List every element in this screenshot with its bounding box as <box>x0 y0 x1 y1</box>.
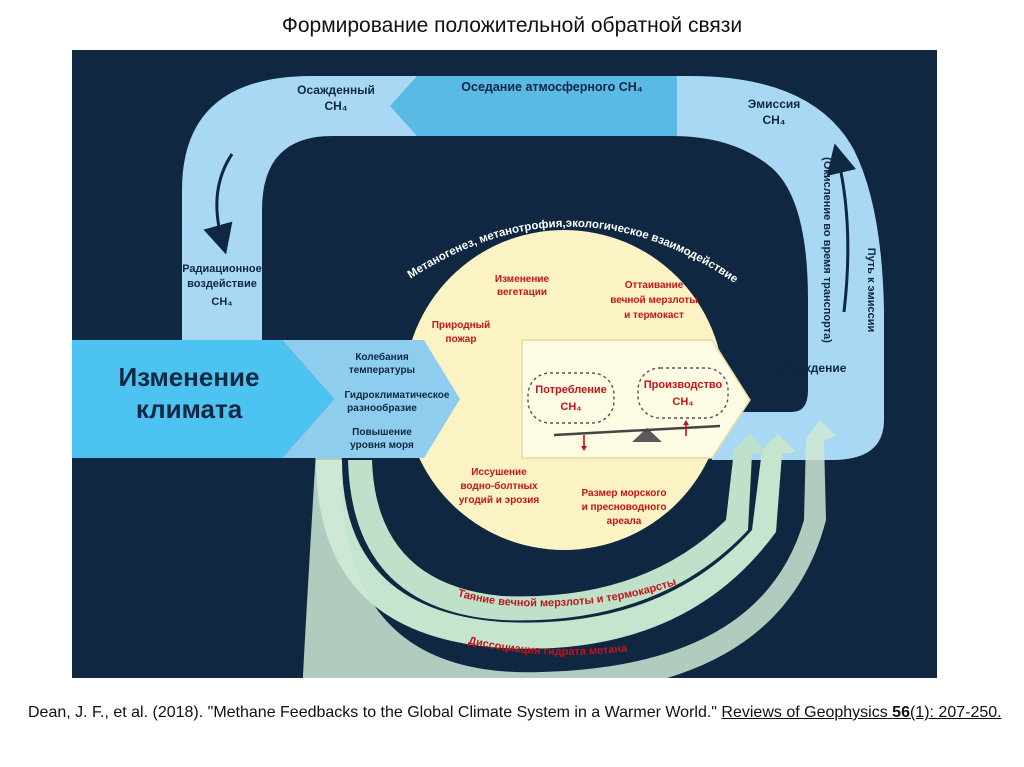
vegetation-change-1: Изменение <box>495 274 550 285</box>
release-label: Высвобождение <box>748 361 847 375</box>
citation: Dean, J. F., et al. (2018). "Methane Fee… <box>28 703 1003 723</box>
deposition-arrow <box>390 76 677 136</box>
oxidation-label: (Окисление во время транспорта) <box>821 157 833 343</box>
radiative-label-1: Радиационное <box>182 263 262 275</box>
wetland-drying-2: водно-болтных <box>460 480 538 492</box>
atmospheric-deposition-label: Оседание атмосферного CH₄ <box>461 80 643 94</box>
marine-area-2: и пресноводного <box>582 502 667 513</box>
production-ch4: CH₄ <box>672 396 693 408</box>
radiative-label-2: воздействие <box>187 278 257 290</box>
hydrate-outer-band <box>302 420 836 678</box>
deposited-ch4: CH₄ <box>324 99 347 113</box>
climate-change-arrow <box>72 340 334 458</box>
wildfire-2: пожар <box>446 334 477 345</box>
marine-area-3: ареала <box>607 516 642 527</box>
balance-beam <box>553 424 721 437</box>
hydrate-band <box>348 434 766 621</box>
methane-feedback-diagram: Осажденный CH₄ Оседание атмосферного CH₄… <box>72 50 937 678</box>
permafrost-thaw-2: вечной мерзлоты <box>610 295 698 306</box>
wetland-drying-3: угодий и эрозия <box>459 495 540 506</box>
deposited-label: Осажденный <box>297 83 375 97</box>
wetland-drying-1: Иссушение <box>471 467 527 478</box>
climate-change-title: Изменение <box>119 362 260 392</box>
journal-link[interactable]: Reviews of Geophysics 56(1): 207-250. <box>721 704 1002 721</box>
balance-fulcrum <box>632 428 662 442</box>
production-label: Производство <box>644 379 723 391</box>
permafrost-karst-band <box>316 434 796 649</box>
vegetation-change-2: вегетации <box>497 287 547 298</box>
marine-area-1: Размер морского <box>582 488 667 499</box>
up-arrow-right-icon <box>826 143 857 313</box>
permafrost-thaw-3: и термокаст <box>624 310 684 321</box>
permafrost-thaw-1: Оттаивание <box>625 280 684 291</box>
consumption-label: Потребление <box>535 384 606 396</box>
climate-drivers-arrow <box>282 340 460 458</box>
emission-ch4: CH₄ <box>762 113 785 127</box>
down-arrow-left-icon <box>203 153 234 255</box>
wildfire-1: Природный <box>432 320 491 331</box>
radiative-ch4: CH₄ <box>211 296 232 308</box>
emission-label: Эмиссия <box>748 97 801 111</box>
diagram-panel: Осажденный CH₄ Оседание атмосферного CH₄… <box>72 50 937 678</box>
emission-path-label: Путь к эмиссии <box>865 248 877 333</box>
production-box <box>637 367 729 419</box>
slide-title: Формирование положительной обратной связ… <box>281 14 743 37</box>
citation-text: Dean, J. F., et al. (2018). "Methane Fee… <box>28 704 722 721</box>
climate-change-title-2: климата <box>136 394 243 424</box>
methane-loop-band <box>182 76 884 460</box>
consumption-box <box>527 372 615 424</box>
release-ch4: CH₄ <box>785 379 808 393</box>
consumption-ch4: CH₄ <box>560 401 581 413</box>
